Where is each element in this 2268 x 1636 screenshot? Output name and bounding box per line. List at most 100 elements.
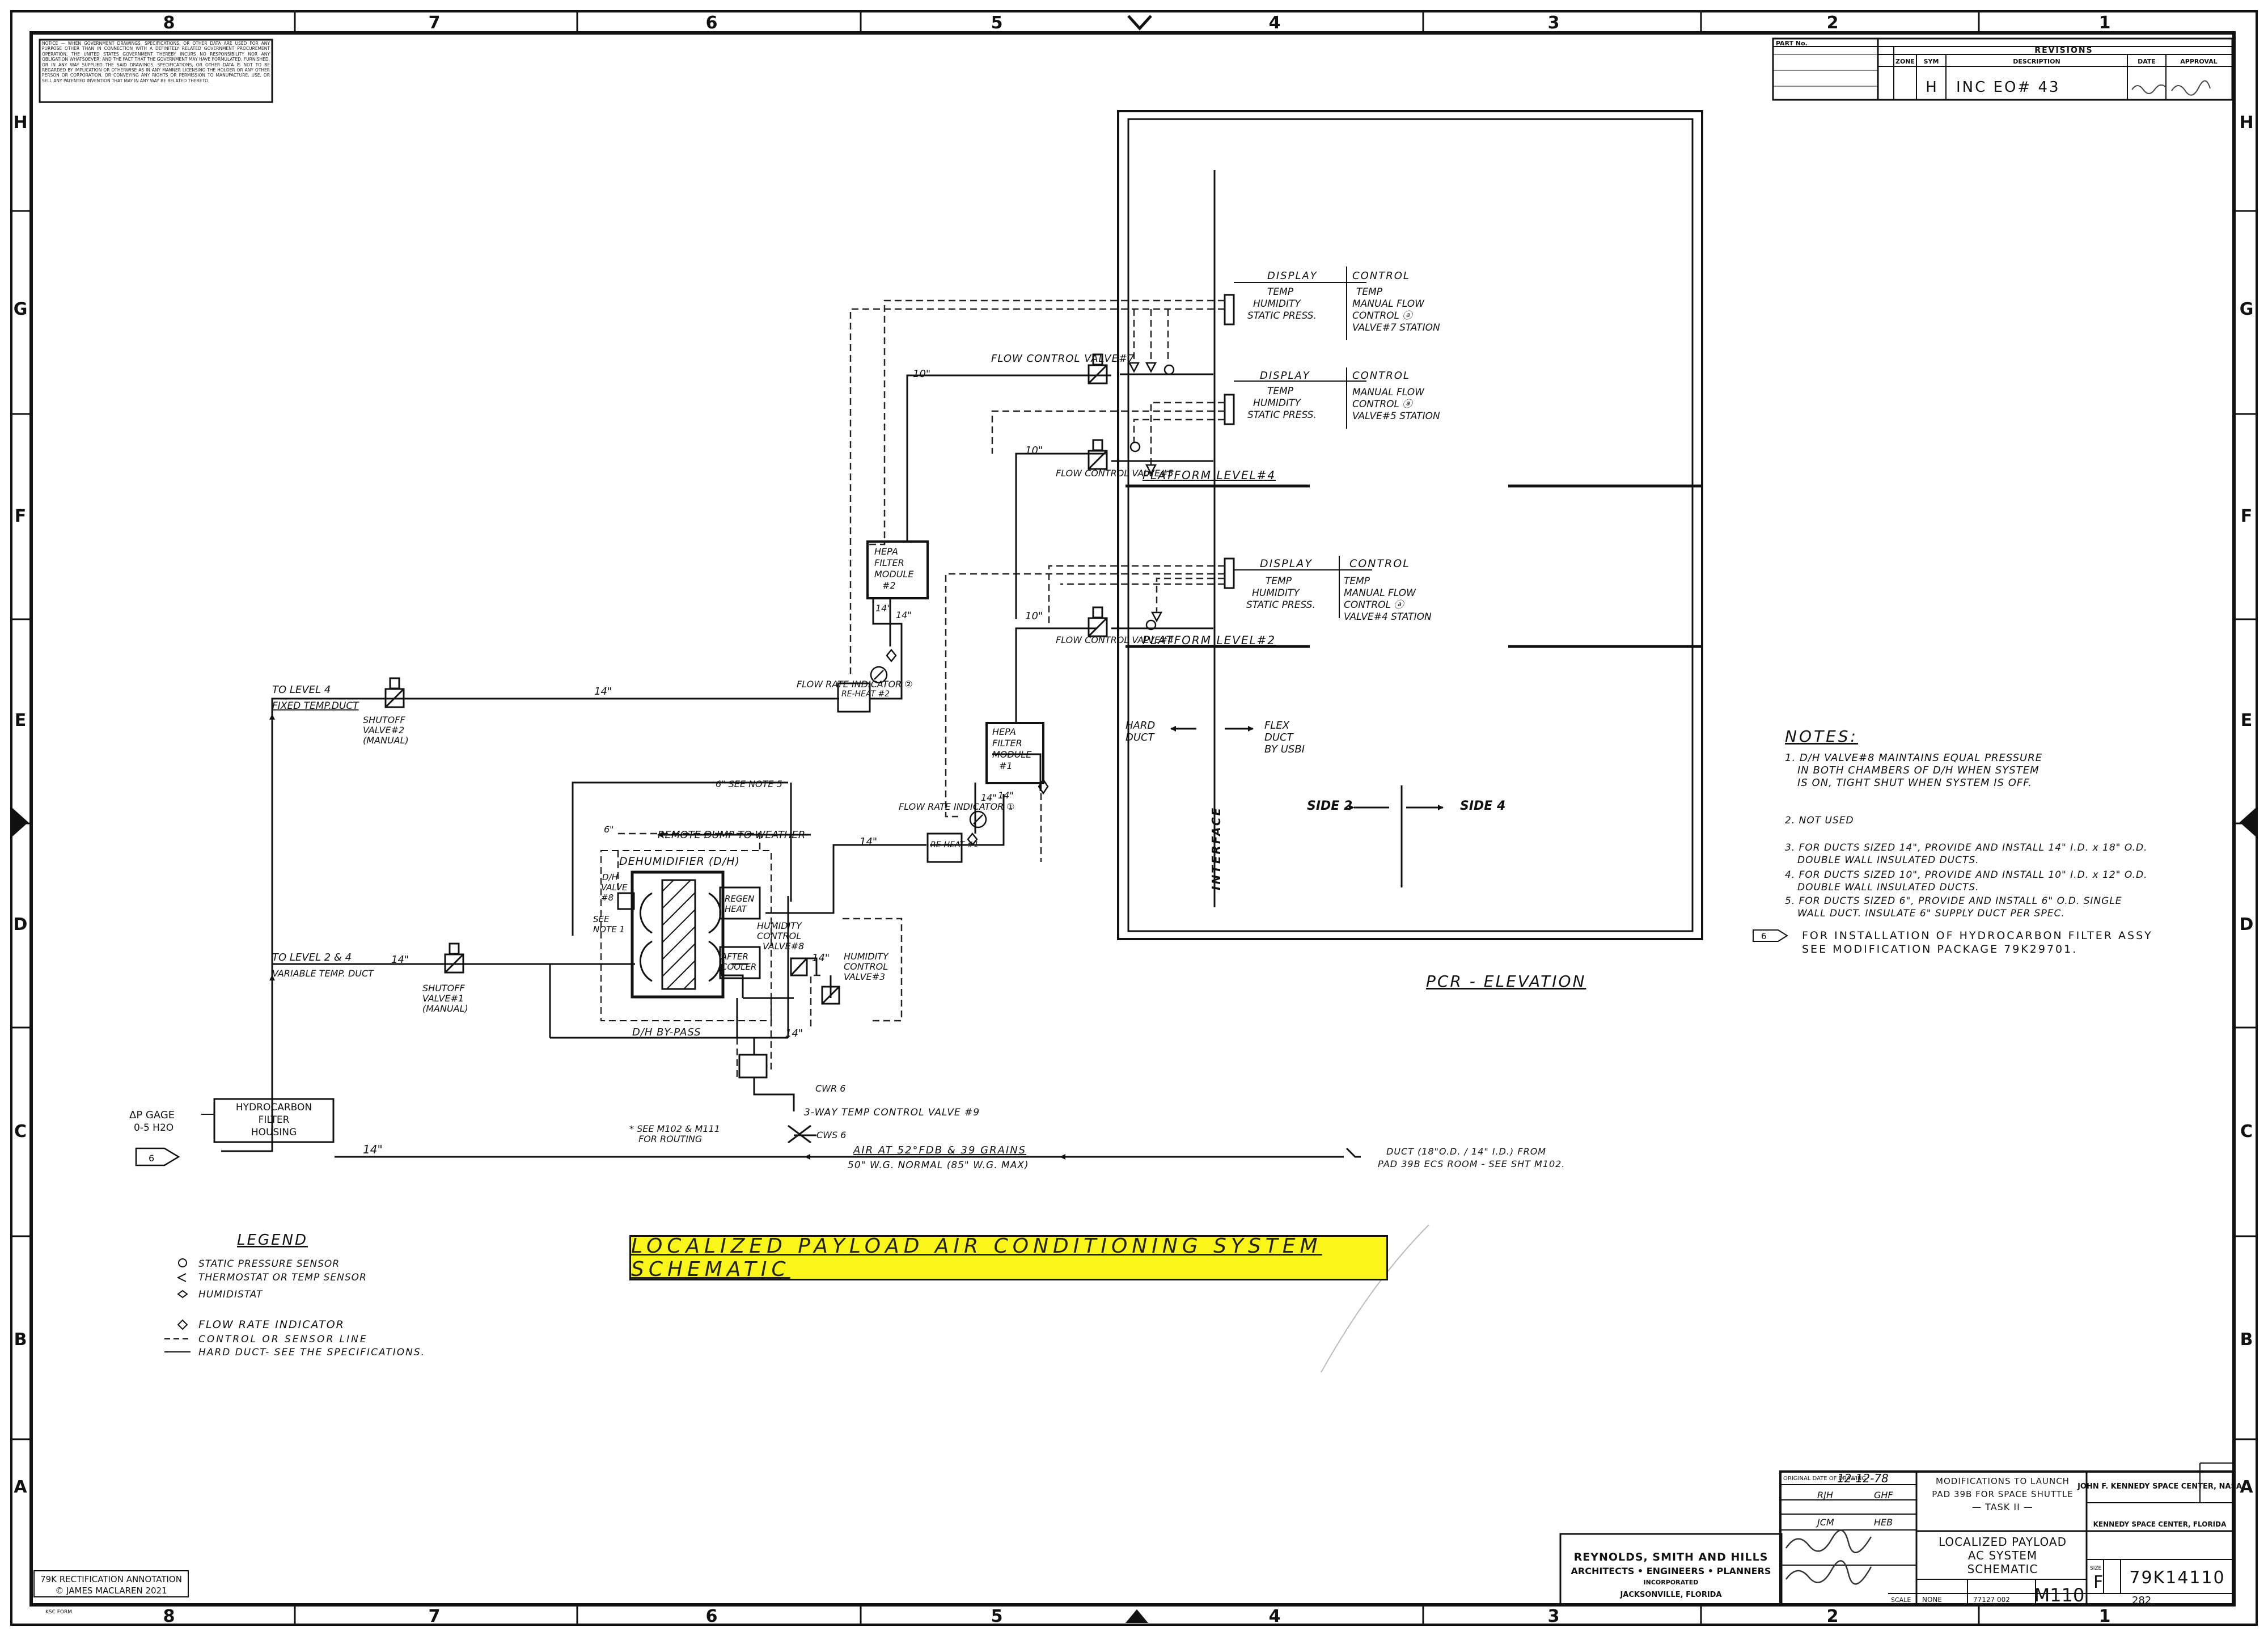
- duct-lines: [221, 373, 1361, 1158]
- zone-ticks: [11, 11, 2257, 1625]
- dehumidifier-unit: DEHUMIDIFIER (D/H) REGEN HEAT AFTER COOL…: [593, 850, 772, 1021]
- rev-sym: H: [1926, 79, 1937, 96]
- svg-text:14": 14": [785, 1028, 803, 1039]
- svg-text:50" W.G. NORMAL (85" W.G. MAX): 50" W.G. NORMAL (85" W.G. MAX): [848, 1160, 1029, 1171]
- svg-text:0-5 H2O: 0-5 H2O: [134, 1122, 174, 1134]
- col-label: 5: [991, 1607, 1003, 1626]
- svg-text:REGEN: REGEN: [725, 894, 754, 904]
- part-no-label: PART No.: [1776, 40, 1808, 47]
- schematic-labels: FLOW CONTROL VALVE#7 FLOW CONTROL VALVE#…: [272, 353, 1564, 1171]
- rev-col-zone: ZONE: [1895, 58, 1915, 65]
- svg-text:CONTROL: CONTROL: [1349, 557, 1410, 570]
- svg-text:14": 14": [594, 686, 612, 697]
- svg-text:(MANUAL): (MANUAL): [363, 735, 409, 746]
- svg-text:TEMP: TEMP: [1266, 576, 1292, 587]
- rev-col-description: DESCRIPTION: [2013, 58, 2060, 65]
- row-label: A: [2240, 1477, 2253, 1497]
- platform-level-2: PLATFORM LEVEL#2: [1143, 633, 1276, 647]
- svg-text:DEHUMIDIFIER (D/H): DEHUMIDIFIER (D/H): [619, 855, 740, 868]
- svg-text:CONTROL ⓐ: CONTROL ⓐ: [1352, 399, 1414, 410]
- svg-text:6": 6": [604, 824, 614, 835]
- svg-text:5. FOR DUCTS SIZED 6", PROVIDE: 5. FOR DUCTS SIZED 6", PROVIDE AND INSTA…: [1785, 895, 2122, 907]
- flex-duct-label-2: DUCT: [1264, 732, 1294, 743]
- svg-text:STATIC PRESSURE SENSOR: STATIC PRESSURE SENSOR: [198, 1258, 340, 1270]
- svg-text:WALL DUCT. INSULATE 6" SUPPLY: WALL DUCT. INSULATE 6" SUPPLY DUCT PER S…: [1797, 908, 2065, 919]
- svg-text:DOUBLE WALL INSULATED DUCTS.: DOUBLE WALL INSULATED DUCTS.: [1797, 882, 1979, 893]
- row-label: A: [14, 1477, 27, 1497]
- svg-text:DISPLAY: DISPLAY: [1267, 270, 1318, 282]
- svg-text:10": 10": [913, 368, 930, 380]
- svg-text:VALVE#5 STATION: VALVE#5 STATION: [1352, 411, 1440, 422]
- svg-text:CONTROL: CONTROL: [1352, 270, 1410, 282]
- col-label: 8: [163, 13, 175, 33]
- hepa-filter-1: HEPA FILTER MODULE #1: [985, 722, 1044, 784]
- svg-text:CONTROL OR SENSOR LINE: CONTROL OR SENSOR LINE: [198, 1334, 368, 1345]
- signature-icon: [1785, 1529, 1872, 1585]
- svg-text:MODULE: MODULE: [992, 749, 1032, 760]
- notice-text: NOTICE — WHEN GOVERNMENT DRAWINGS, SPECI…: [42, 41, 270, 83]
- svg-text:VALVE#8: VALVE#8: [763, 941, 804, 952]
- hepa-filter-2: HEPA FILTER MODULE #2: [866, 540, 929, 599]
- svg-text:10": 10": [1025, 445, 1043, 456]
- rev-date-scribble: [2131, 84, 2167, 94]
- side-2-label: SIDE 2: [1307, 799, 1352, 813]
- svg-text:VALVE#4 STATION: VALVE#4 STATION: [1344, 611, 1432, 623]
- svg-text:14": 14": [896, 610, 912, 620]
- svg-text:REMOTE DUMP TO WEATHER: REMOTE DUMP TO WEATHER: [658, 829, 805, 841]
- center-mark-top: [1127, 15, 1152, 31]
- svg-text:6: 6: [149, 1153, 154, 1164]
- svg-text:DUCT (18"O.D. / 14" I.D.) FROM: DUCT (18"O.D. / 14" I.D.) FROM: [1386, 1146, 1546, 1157]
- svg-text:HUMIDITY: HUMIDITY: [844, 951, 889, 962]
- interface-label: INTERFACE: [1209, 806, 1223, 890]
- svg-text:AC SYSTEM: AC SYSTEM: [1968, 1549, 2037, 1562]
- svg-text:CONTROL: CONTROL: [844, 961, 888, 972]
- svg-text:TEMP: TEMP: [1344, 576, 1370, 587]
- svg-text:3. FOR DUCTS SIZED 14", PROVID: 3. FOR DUCTS SIZED 14", PROVIDE AND INST…: [1785, 842, 2148, 853]
- svg-text:FILTER: FILTER: [992, 738, 1022, 749]
- svg-text:HYDROCARBON: HYDROCARBON: [236, 1102, 312, 1113]
- svg-text:CWR 6: CWR 6: [815, 1083, 845, 1094]
- static-pressure-sensor-icon: [178, 1258, 187, 1267]
- svg-text:VALVE#7 STATION: VALVE#7 STATION: [1352, 322, 1440, 333]
- svg-text:TEMP: TEMP: [1267, 286, 1294, 298]
- svg-text:SIZE: SIZE: [2090, 1566, 2102, 1571]
- col-label: 4: [1269, 1607, 1281, 1626]
- svg-text:1. D/H VALVE#8 MAINTAINS EQUAL: 1. D/H VALVE#8 MAINTAINS EQUAL PRESSURE: [1785, 752, 2042, 764]
- ksc-form-label: KSC FORM: [45, 1609, 72, 1615]
- flow-control-valves: [384, 353, 1108, 974]
- svg-text:14": 14": [391, 954, 409, 966]
- row-label: G: [2240, 299, 2254, 319]
- svg-text:14": 14": [812, 952, 830, 964]
- notice-text-wrap: NOTICE — WHEN GOVERNMENT DRAWINGS, SPECI…: [42, 41, 270, 83]
- svg-text:14": 14": [363, 1143, 383, 1156]
- svg-text:FLOW RATE INDICATOR: FLOW RATE INDICATOR: [198, 1318, 345, 1331]
- col-label: 2: [1827, 1607, 1839, 1626]
- svg-text:FLOW CONTROL VALVE#7: FLOW CONTROL VALVE#7: [991, 353, 1135, 365]
- row-label: D: [14, 915, 28, 935]
- annotation-line-2: © JAMES MACLAREN 2021: [55, 1586, 167, 1596]
- svg-text:14": 14": [981, 792, 997, 803]
- svg-text:SHUTOFF: SHUTOFF: [422, 983, 465, 994]
- svg-text:2. NOT USED: 2. NOT USED: [1785, 815, 1854, 826]
- main-title: LOCALIZED PAYLOAD AIR CONDITIONING SYSTE…: [631, 1235, 1322, 1281]
- col-label: 2: [1827, 13, 1839, 33]
- center-mark-right: [2240, 808, 2256, 836]
- svg-text:ΔP GAGE: ΔP GAGE: [129, 1109, 175, 1121]
- svg-text:MANUAL FLOW: MANUAL FLOW: [1352, 298, 1425, 310]
- svg-text:STATIC PRESS.: STATIC PRESS.: [1247, 310, 1317, 322]
- svg-text:14": 14": [998, 790, 1014, 801]
- sensor-symbols: [870, 362, 1175, 847]
- svg-text:14": 14": [875, 603, 891, 614]
- svg-text:KENNEDY SPACE CENTER, FLORIDA: KENNEDY SPACE CENTER, FLORIDA: [2093, 1520, 2227, 1528]
- svg-text:14": 14": [860, 836, 877, 848]
- svg-text:LOCALIZED PAYLOAD: LOCALIZED PAYLOAD: [1939, 1535, 2067, 1549]
- svg-text:FLOW CONTROL VALVE#4: FLOW CONTROL VALVE#4: [1056, 635, 1174, 645]
- col-label: 7: [429, 1607, 441, 1626]
- drawing-frame: [29, 31, 2236, 1607]
- side-4-label: SIDE 4: [1460, 799, 1505, 813]
- svg-text:IS ON, TIGHT SHUT WHEN SYSTEM: IS ON, TIGHT SHUT WHEN SYSTEM IS OFF.: [1797, 777, 2032, 789]
- rev-col-sym: SYM: [1924, 58, 1939, 65]
- svg-text:— TASK II —: — TASK II —: [1972, 1502, 2033, 1512]
- row-label: G: [14, 299, 28, 319]
